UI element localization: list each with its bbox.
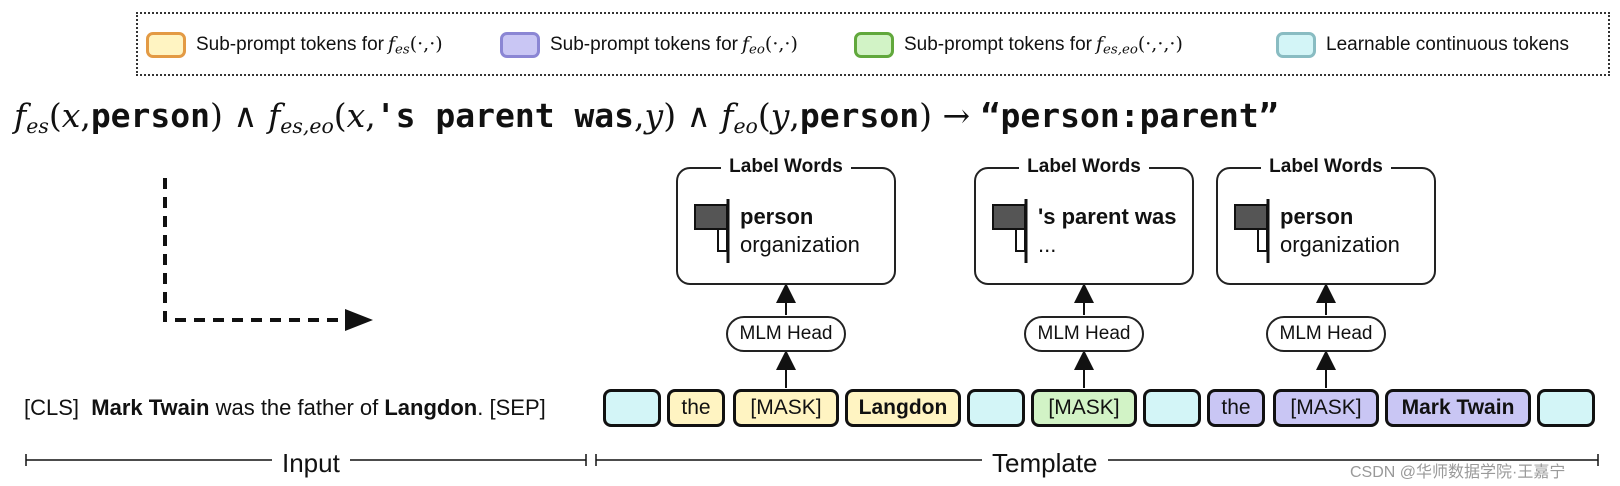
- label-words-panel-1: Label Words person organization: [676, 156, 896, 285]
- label-word-1: person: [1280, 204, 1354, 229]
- template-label: Template: [982, 448, 1108, 479]
- subprompt-token-es-entity: Langdon: [845, 389, 961, 427]
- mask-token-es: [MASK]: [733, 389, 839, 427]
- learnable-token: [967, 389, 1025, 427]
- label-word-1: person: [740, 204, 814, 229]
- label-word-2: organization: [740, 232, 860, 257]
- legend-box: Sub-prompt tokens for fes(·,·) Sub-promp…: [136, 12, 1610, 76]
- legend-math: feo(·,·): [741, 32, 798, 58]
- legend-label: Sub-prompt tokens for: [196, 34, 384, 55]
- mlm-head-2: MLM Head: [1024, 316, 1144, 352]
- bar-chart-icon: [992, 199, 1028, 263]
- subprompt-token-eo: the: [1207, 389, 1265, 427]
- cls-token: [CLS]: [24, 395, 80, 420]
- learnable-token: [1537, 389, 1595, 427]
- yellow-swatch: [146, 32, 186, 58]
- label-words-panel-2: Label Words 's parent was ...: [974, 156, 1194, 285]
- label-word-1: 's parent was: [1038, 204, 1177, 229]
- mask-to-head-arrows: [776, 283, 1336, 388]
- subprompt-token-eo-entity: Mark Twain: [1385, 389, 1531, 427]
- input-sentence: [CLS] Mark Twain was the father of Langd…: [24, 395, 546, 420]
- panel-title: Label Words: [1261, 156, 1391, 177]
- mask-token-es-eo: [MASK]: [1031, 389, 1137, 427]
- legend-math: fes,eo(·,·,·): [1095, 32, 1183, 58]
- legend-item-yellow: Sub-prompt tokens for fes(·,·): [146, 32, 443, 58]
- label-word-2: organization: [1280, 232, 1400, 257]
- bar-chart-icon: [1234, 199, 1270, 263]
- object-entity: Langdon: [384, 395, 478, 420]
- input-label: Input: [272, 448, 350, 479]
- panel-title: Label Words: [721, 156, 851, 177]
- legend-math: fes(·,·): [387, 32, 443, 58]
- legend-label: Sub-prompt tokens for: [550, 34, 738, 55]
- sep-token: [SEP]: [489, 395, 546, 420]
- mlm-head-1: MLM Head: [726, 316, 846, 352]
- green-swatch: [854, 32, 894, 58]
- dashed-flow-arrow: [163, 178, 373, 331]
- learnable-token: [1143, 389, 1201, 427]
- subprompt-token-es: the: [667, 389, 725, 427]
- legend-item-cyan: Learnable continuous tokens: [1276, 32, 1569, 58]
- legend-label: Sub-prompt tokens for: [904, 34, 1092, 55]
- legend-label: Learnable continuous tokens: [1326, 34, 1569, 55]
- bar-chart-icon: [694, 199, 730, 263]
- label-word-2: ...: [1038, 232, 1057, 257]
- mlm-head-3: MLM Head: [1266, 316, 1386, 352]
- mask-token-eo: [MASK]: [1273, 389, 1379, 427]
- cyan-swatch: [1276, 32, 1316, 58]
- watermark: CSDN @华师数据学院·王嘉宁: [1350, 464, 1566, 481]
- panel-title: Label Words: [1019, 156, 1149, 177]
- sentence-middle: was the father of: [215, 395, 379, 420]
- purple-swatch: [500, 32, 540, 58]
- legend-item-green: Sub-prompt tokens for fes,eo(·,·,·): [854, 32, 1183, 58]
- logic-rule-formula: fes(x,person) ∧ fes,eo(x,'s parent was,y…: [14, 96, 1279, 139]
- label-words-panel-3: Label Words person organization: [1216, 156, 1436, 285]
- learnable-token: [603, 389, 661, 427]
- legend-item-purple: Sub-prompt tokens for feo(·,·): [500, 32, 798, 58]
- subject-entity: Mark Twain: [91, 395, 210, 420]
